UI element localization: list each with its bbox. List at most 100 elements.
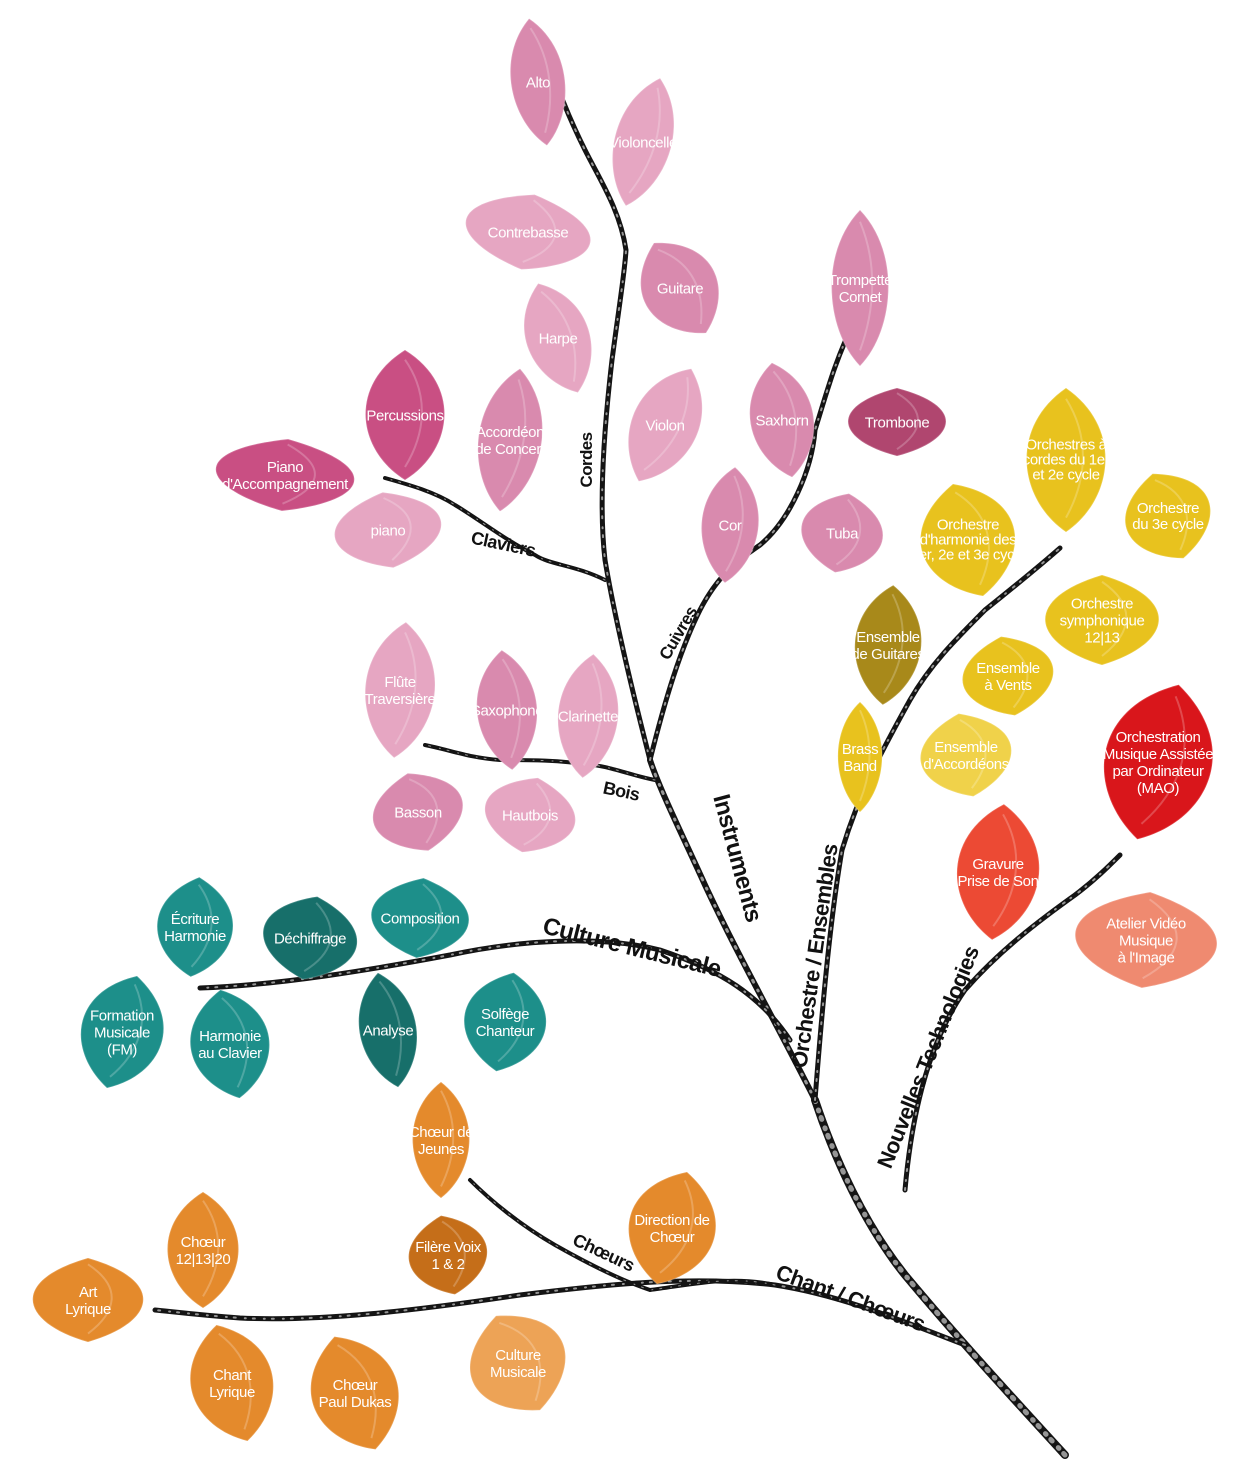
branch-texture-cuivres-stem	[649, 319, 856, 761]
leaf-shape-orch-cordes	[1025, 387, 1107, 533]
leaf-shape-saxhorn	[748, 361, 815, 479]
branches	[152, 57, 1123, 1459]
branch-texture-nouvelles-stem	[904, 854, 1121, 1191]
leaf-label-direction-line-1: Direction de	[634, 1212, 709, 1229]
branch-chant-stem	[152, 1278, 968, 1348]
leaf-saxhorn: Saxhorn	[748, 361, 815, 479]
leaf-vein-orch-3e	[1154, 479, 1189, 551]
branch-label-orchestre: Orchestre / Ensembles	[786, 842, 842, 1069]
leaf-vein-ens-accordeons	[959, 718, 987, 789]
leaf-contrebasse: Contrebasse	[465, 193, 592, 271]
leaf-shape-saxophone	[476, 649, 538, 771]
leaf-label-choeur-dukas-line-1: Chœur	[333, 1377, 378, 1394]
leaf-label-tuba-line-1: Tuba	[826, 525, 859, 542]
leaf-shape-harmonie-clavier	[189, 989, 271, 1099]
leaf-shape-choeur-jeunes	[411, 1081, 471, 1199]
branch-label-cordes: Cordes	[577, 432, 596, 487]
leaf-shape-violon	[627, 367, 703, 483]
leaf-percussions: Percussions	[364, 349, 446, 481]
leaf-shape-flute	[364, 621, 436, 759]
leaf-vein-contrebasse	[522, 199, 557, 263]
leaf-shape-piano-acc	[215, 438, 355, 512]
leaf-vein-choeur-dukas	[337, 1344, 377, 1439]
leaf-label-direction-line-2: Chœur	[650, 1229, 695, 1246]
leaf-shape-fm	[80, 975, 165, 1089]
leaf-shape-choeur-12	[166, 1191, 240, 1309]
leaf-label-violon-line-1: Violon	[645, 417, 684, 434]
leaf-label-art-lyrique-line-2: Lyrique	[65, 1301, 111, 1318]
leaf-label-piano-line-1: piano	[371, 522, 406, 539]
leaf-label-accordeon-line-1: Accordéon	[476, 424, 544, 441]
leaf-vein-tuba	[835, 498, 862, 566]
leaf-vein-saxophone	[501, 658, 521, 759]
leaves: AltoVioloncelleContrebasseGuitareHarpeVi…	[32, 17, 1218, 1451]
leaf-shape-piano	[333, 491, 442, 569]
leaf-label-ens-guitares-line-1: Ensemble	[856, 629, 920, 646]
leaf-label-art-lyrique-line-1: Art	[79, 1284, 98, 1301]
leaf-label-brass-line-1: Brass	[842, 741, 878, 758]
leaf-shape-analyse	[357, 971, 418, 1089]
leaf-label-flute-line-1: Flûte	[384, 674, 415, 691]
leaf-shape-gravure	[956, 803, 1040, 941]
leaf-shape-guitare	[640, 242, 720, 334]
leaf-label-saxhorn-line-1: Saxhorn	[755, 412, 808, 429]
leaf-vein-dechiffrage	[303, 902, 332, 972]
leaf-vein-piano	[383, 497, 412, 561]
leaf-shape-direction	[627, 1171, 717, 1285]
leaf-label-violoncelle-line-1: Violoncelle	[609, 134, 677, 151]
leaf-shape-contrebasse	[465, 193, 592, 271]
leaf-shape-choeur-dukas	[310, 1335, 400, 1451]
leaf-basson: Basson	[372, 772, 464, 852]
leaf-label-clarinette-line-1: Clarinette	[558, 708, 618, 725]
leaf-shape-clarinette	[557, 653, 619, 779]
leaf-label-trompette-line-1: Trompette	[828, 272, 892, 289]
leaf-vein-harpe	[540, 290, 577, 382]
leaf-vein-piano-acc	[282, 443, 316, 505]
leaf-label-accordeon-line-2: de Concert	[475, 441, 546, 458]
branch-texture-cordes-stem	[547, 59, 651, 761]
branch-label-culture: Culture Musicale	[540, 913, 724, 983]
leaf-tuba: Tuba	[800, 492, 884, 574]
leaf-vein-percussions	[404, 359, 423, 468]
leaf-vein-hautbois	[523, 782, 552, 846]
leaf-label-percussions-line-1: Percussions	[366, 407, 443, 424]
leaf-shape-percussions	[364, 349, 446, 481]
leaf-vein-violoncelle	[628, 87, 661, 194]
leaf-label-orch-symph-line-1: Orchestre	[1071, 595, 1133, 612]
branch-label-nouvelles: Nouvelles Technologies	[872, 942, 984, 1171]
leaf-vein-guitare	[657, 248, 703, 325]
leaf-shape-art-lyrique	[32, 1257, 144, 1343]
leaf-label-harmonie-clavier-line-1: Harmonie	[199, 1028, 261, 1045]
leaf-label-orch-harmonie-line-3: 1er, 2e et 3e cycle	[911, 547, 1025, 564]
leaf-label-fm-line-1: Formation	[90, 1007, 154, 1024]
leaf-shape-orch-3e	[1124, 472, 1212, 560]
leaf-label-composition-line-1: Composition	[381, 910, 460, 927]
branch-texture-trunk	[812, 1097, 1068, 1458]
leaf-shape-ens-accordeons	[919, 712, 1013, 798]
leaf-shape-accordeon	[477, 367, 544, 513]
leaf-vein-trompette	[859, 221, 874, 351]
leaf-label-atelier-line-1: Atelier Vidéo	[1106, 915, 1186, 932]
branch-label-cuivres: Cuivres	[655, 603, 701, 663]
leaf-vein-flute	[394, 631, 417, 745]
leaf-vein-alto	[529, 27, 552, 133]
leaf-label-choeur-jeunes-line-1: Chœur de	[409, 1124, 473, 1141]
leaf-violoncelle: Violoncelle	[609, 77, 677, 207]
branch-label-bois: Bois	[601, 778, 642, 805]
branch-choeurs-stem	[468, 1178, 777, 1292]
leaf-label-saxophone-line-1: Saxophone	[471, 702, 543, 719]
leaf-label-culture-musicale-line-1: Culture	[495, 1347, 541, 1364]
leaf-shape-tuba	[800, 492, 884, 574]
